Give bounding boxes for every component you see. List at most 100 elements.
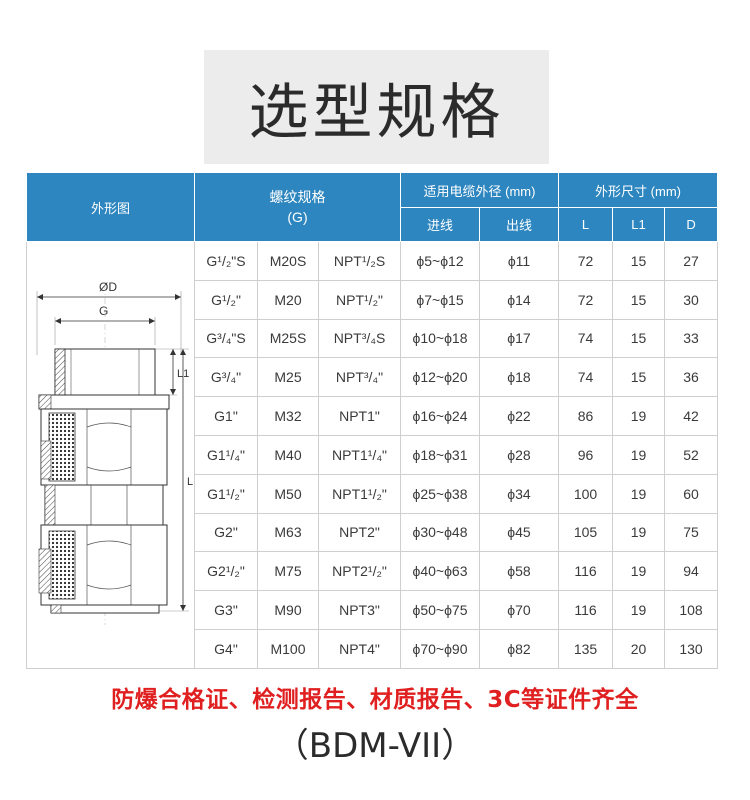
header-L1: L1: [612, 207, 665, 242]
label-od: ØD: [99, 280, 117, 294]
cell-m: M20S: [257, 241, 319, 281]
cell-inlet: ϕ18~ϕ31: [400, 434, 480, 475]
cell-npt: NPT¹/₂": [318, 279, 401, 320]
cell-inlet: ϕ12~ϕ20: [400, 357, 480, 398]
cell-D: 27: [663, 241, 719, 281]
header-outlet: 出线: [479, 207, 559, 242]
label-g: G: [99, 304, 108, 318]
model-number: （BDM-VII）: [274, 726, 476, 766]
table-row: G³/₄" M25 NPT³/₄" ϕ12~ϕ20 ϕ18 74 15 36: [27, 357, 719, 398]
cell-inlet: ϕ25~ϕ38: [400, 473, 480, 514]
cell-L: 135: [558, 628, 613, 670]
header-L: L: [558, 207, 613, 242]
cell-m: M32: [257, 396, 319, 436]
cell-npt: NPT³/₄": [318, 357, 401, 398]
header-dimensions: 外形尺寸 (mm): [557, 172, 719, 208]
header-thread-line1: 螺纹规格: [269, 189, 326, 205]
cell-m: M25S: [257, 318, 319, 359]
cell-inlet: ϕ70~ϕ90: [400, 628, 480, 670]
header-thread: 螺纹规格 (G): [194, 172, 401, 242]
cell-m: M90: [257, 590, 319, 630]
cell-D: 60: [663, 473, 719, 514]
cell-D: 52: [663, 434, 719, 475]
cell-inlet: ϕ7~ϕ15: [400, 279, 480, 320]
header-drawing: 外形图: [26, 172, 195, 242]
cell-inlet: ϕ30~ϕ48: [400, 512, 480, 553]
table-row: ØD G L1 L: [26, 241, 719, 669]
cell-g: G4": [194, 628, 258, 670]
title-banner: 选型规格: [204, 50, 549, 164]
cell-L: 100: [558, 473, 613, 514]
cell-g: G1¹/₂": [194, 473, 258, 514]
header-D: D: [663, 207, 719, 242]
cell-outlet: ϕ82: [479, 628, 559, 670]
cell-outlet: ϕ11: [479, 241, 559, 281]
cell-L: 105: [558, 512, 613, 553]
cell-g: G2": [194, 512, 258, 553]
cell-L1: 19: [612, 512, 665, 553]
cell-m: M25: [257, 357, 319, 398]
table-row: G1¹/₄" M40 NPT1¹/₄" ϕ18~ϕ31 ϕ28 96 19 52: [27, 434, 719, 475]
cell-outlet: ϕ58: [479, 551, 559, 592]
table-row: G¹/₂" M20 NPT¹/₂" ϕ7~ϕ15 ϕ14 72 15 30: [27, 279, 719, 320]
cell-g: G2¹/₂": [194, 551, 258, 592]
cell-m: M20: [257, 279, 319, 320]
cell-g: G1": [194, 396, 258, 436]
table-row: G³/₄"S M25S NPT³/₄S ϕ10~ϕ18 ϕ17 74 15 33: [27, 318, 719, 359]
cell-L: 74: [558, 357, 613, 398]
cell-L1: 15: [612, 318, 665, 359]
cell-inlet: ϕ40~ϕ63: [400, 551, 480, 592]
cell-npt: NPT1¹/₄": [318, 434, 401, 475]
cable-gland-drawing: ØD G L1 L: [36, 280, 193, 625]
cell-D: 108: [663, 590, 719, 630]
cell-D: 130: [663, 628, 719, 670]
cell-npt: NPT1¹/₂": [318, 473, 401, 514]
cell-npt: NPT3": [318, 590, 401, 630]
cell-D: 94: [663, 551, 719, 592]
cell-L1: 15: [612, 279, 665, 320]
cell-inlet: ϕ16~ϕ24: [400, 396, 480, 436]
table-row: G3" M90 NPT3" ϕ50~ϕ75 ϕ70 116 19 108: [27, 590, 719, 630]
cell-npt: NPT2¹/₂": [318, 551, 401, 592]
label-l: L: [187, 476, 193, 488]
cell-outlet: ϕ22: [479, 396, 559, 436]
cell-g: G¹/₂": [194, 279, 258, 320]
table-row: G1¹/₂" M50 NPT1¹/₂" ϕ25~ϕ38 ϕ34 100 19 6…: [27, 473, 719, 514]
cell-g: G³/₄"S: [194, 318, 258, 359]
cell-L1: 19: [612, 590, 665, 630]
page-title: 选型规格: [248, 77, 505, 148]
cell-m: M40: [257, 434, 319, 475]
cell-L1: 15: [612, 357, 665, 398]
cell-L: 96: [558, 434, 613, 475]
cell-m: M50: [257, 473, 319, 514]
cell-L: 72: [558, 279, 613, 320]
cell-D: 42: [663, 396, 719, 436]
cell-inlet: ϕ5~ϕ12: [400, 241, 480, 281]
cell-m: M100: [257, 628, 319, 670]
cell-outlet: ϕ34: [479, 473, 559, 514]
cell-npt: NPT4": [318, 628, 401, 670]
cell-inlet: ϕ50~ϕ75: [400, 590, 480, 630]
cell-D: 33: [663, 318, 719, 359]
table-row: G4" M100 NPT4" ϕ70~ϕ90 ϕ82 135 20 130: [27, 628, 719, 670]
certification-note: 防爆合格证、检测报告、材质报告、3C等证件齐全: [111, 687, 639, 713]
cell-outlet: ϕ14: [479, 279, 559, 320]
cell-g: G1¹/₄": [194, 434, 258, 475]
cell-L1: 19: [612, 396, 665, 436]
cell-npt: NPT2": [318, 512, 401, 553]
cell-D: 30: [663, 279, 719, 320]
cell-outlet: ϕ70: [479, 590, 559, 630]
cell-L1: 15: [612, 241, 665, 281]
cell-L: 116: [558, 551, 613, 592]
header-inlet: 进线: [400, 207, 480, 242]
drawing-cell: ØD G L1 L: [26, 241, 195, 669]
cell-D: 75: [663, 512, 719, 553]
cell-npt: NPT³/₄S: [318, 318, 401, 359]
cell-m: M75: [257, 551, 319, 592]
spec-table: 外形图 螺纹规格 (G) 适用电缆外径 (mm) 外形尺寸 (mm) 进线 出线…: [26, 172, 719, 670]
table-row: G2¹/₂" M75 NPT2¹/₂" ϕ40~ϕ63 ϕ58 116 19 9…: [27, 551, 719, 592]
cell-D: 36: [663, 357, 719, 398]
cell-L1: 19: [612, 434, 665, 475]
table-row: G2" M63 NPT2" ϕ30~ϕ48 ϕ45 105 19 75: [27, 512, 719, 553]
cell-L: 74: [558, 318, 613, 359]
